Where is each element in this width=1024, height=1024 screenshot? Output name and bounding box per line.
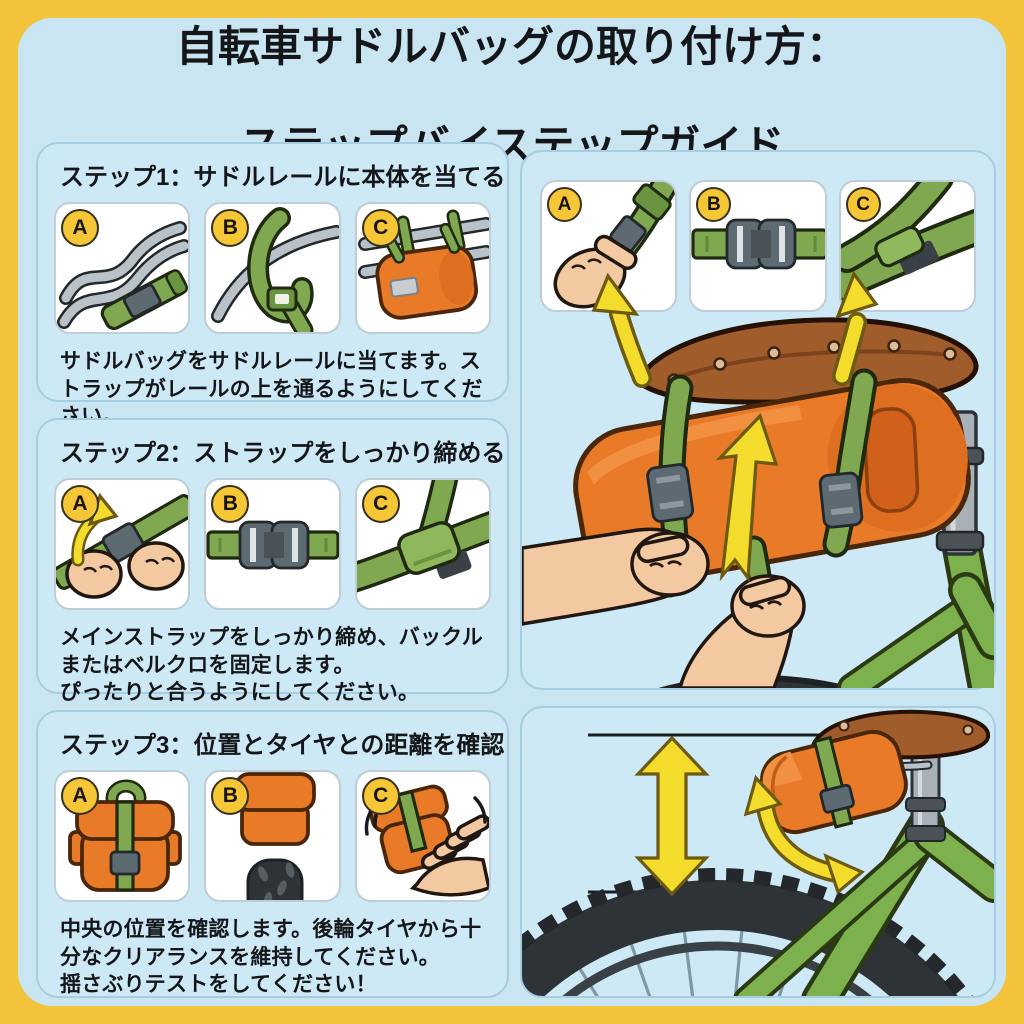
orange-bag [375,222,478,320]
step2-thumb-b: B [204,478,341,610]
title-line1: 自転車サドルバッグの取り付け方： [175,23,848,70]
saddle [634,317,979,405]
badge-b: B [211,777,250,815]
strap-buckle-right [818,471,864,529]
seatpost-and-frame [837,410,994,688]
hands-pulling-straps [522,527,806,688]
step3-panel: ステップ3：位置とタイヤとの距離を確認 A B [36,710,509,998]
clearance-arrows [634,735,866,897]
step1-thumbnails: A B [38,202,507,334]
hand-pinching-strap-icon [553,182,676,309]
step2-thumb-a: A [54,478,191,610]
badge-a: A [61,209,99,247]
step2-thumb-c: C [354,478,491,610]
badge-b: B [211,485,250,523]
swing-arrow-head-down [823,853,866,895]
badge-a: A [61,485,99,523]
step3-thumb-b: B [204,770,341,902]
badge-c: C [361,485,400,523]
badge-b: B [696,187,732,222]
step3-thumb-c: C [354,770,491,902]
step1-panel: ステップ1：サドルレールに本体を当てる A B [36,142,509,428]
vertical-clearance-arrow [634,735,710,897]
rear-tire [522,868,973,996]
main-thumbnails: A B [522,180,994,312]
strap-looped-over-rail-icon [211,207,339,332]
strap-buckle-left [646,463,695,523]
step3-description: 中央の位置を確認します。後輪タイヤから十分なクリアランスを維持してください。 揺… [60,918,482,997]
main-illustration-panel: A B [520,150,996,690]
main-thumb-c: C [838,180,976,312]
step1-heading: ステップ1：サドルレールに本体を当てる [60,164,506,191]
main-thumb-b: B [689,180,827,312]
saddle-rails-and-strap-icon [57,221,189,331]
saddle-rivets [667,339,957,387]
hands-pulling-strap-icon [56,492,189,599]
saddle-bag-side [760,729,908,835]
badge-b: B [211,209,250,247]
tighten-up-arrow [715,412,779,583]
badge-c: C [361,777,400,815]
badge-c: C [361,209,400,247]
step2-description: メインストラップをしっかり締め、バックルまたはベルクロを固定します。 ぴったりと… [60,626,483,705]
rear-tire-sliver [658,675,856,688]
step2-thumbnails: A B [38,478,507,610]
strap-with-buckle [100,269,188,331]
step3-thumb-a: A [54,770,191,902]
side-release-buckle-icon [691,218,825,270]
strap-velcro-keeper-icon [356,480,489,593]
step3-heading: ステップ3：位置とタイヤとの距離を確認 [60,732,505,759]
step1-thumb-a: A [54,202,191,334]
badge-a: A [61,777,99,815]
main-thumb-a: A [540,180,678,312]
bike-frame [733,734,994,996]
bag-straps [646,368,878,639]
saddle-bag [573,378,971,586]
step2-heading: ステップ2：ストラップをしっかり締める [60,440,506,467]
step2-panel: ステップ2：ストラップをしっかり締める A [36,418,509,704]
wiggle-test-hand-icon [364,784,489,897]
step1-thumb-b: B [204,202,341,334]
step3-thumbnails: A B [38,770,507,902]
badge-a: A [547,187,582,222]
direction-arrows [591,270,879,583]
buckle-closed-icon [206,520,339,570]
step1-thumb-c: C [354,202,491,334]
bag-mounted-on-rails-icon [357,209,489,320]
step1-description: サドルバッグをサドルレールに当てます。ストラップがレールの上を通るようにしてくだ… [60,350,483,429]
swing-arrow-head-up [743,774,783,817]
rear-wheel-clearance-illustration [522,709,994,996]
badge-c: C [845,187,881,222]
clearance-illustration-panel [520,706,996,998]
bag-centered-front-icon [68,779,182,892]
